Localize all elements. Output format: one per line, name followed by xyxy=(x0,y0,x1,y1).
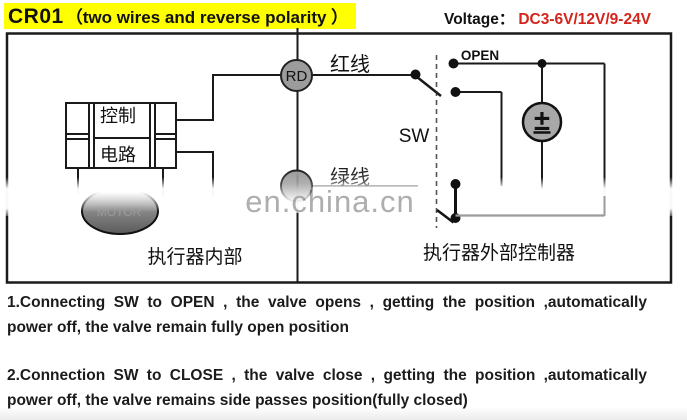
note2-line1: 2.Connection SW to CLOSE , the valve clo… xyxy=(7,367,647,384)
voltage-label: Voltage： xyxy=(444,11,515,28)
switch-common-dot xyxy=(410,69,421,80)
voltage-spec: Voltage：DC3-6V/12V/9-24V xyxy=(444,7,651,29)
red-terminal-circle xyxy=(280,59,313,92)
open-contact-dot xyxy=(448,58,459,69)
wire-box-to-rd xyxy=(176,74,281,121)
switch-lever-top xyxy=(416,76,442,97)
battery-junction-dot xyxy=(537,59,547,68)
control-circuit-box xyxy=(65,102,177,169)
circuit-svg: RD ± 红线 OPEN SW 控制 电路 执行器内部 执行器外部控制器 en.… xyxy=(0,28,687,284)
bottom-open-contact-dot xyxy=(450,179,461,189)
motor-label: MOTOR xyxy=(97,205,142,219)
control-box-line2: 电路 xyxy=(100,145,136,165)
battery-polarity-glyph: ± xyxy=(534,105,550,137)
switch-lever-bottom xyxy=(436,209,455,224)
bottom-scan-artifact xyxy=(0,407,687,420)
model-code: CR01 xyxy=(8,5,64,28)
battery-circle xyxy=(521,101,563,143)
green-terminal-circle xyxy=(280,169,313,203)
contact-dots xyxy=(410,58,547,97)
motor xyxy=(81,187,159,235)
note-gap xyxy=(7,340,657,363)
control-box-line1: 控制 xyxy=(100,106,136,126)
diagram-border xyxy=(5,32,673,284)
open-label: OPEN xyxy=(461,48,499,63)
red-terminal-label: RD xyxy=(286,68,308,85)
red-wire-label: 红线 xyxy=(330,53,370,76)
watermark-text: en.china.cn xyxy=(245,184,415,219)
faded-return-wires xyxy=(455,196,606,217)
switch-label: SW xyxy=(399,126,430,147)
note2-line2: power off, the valve remains side passes… xyxy=(7,392,468,409)
battery-symbol: ± xyxy=(521,101,563,143)
wiring-diagram: RD ± 红线 OPEN SW 控制 电路 执行器内部 执行器外部控制器 en.… xyxy=(0,26,687,288)
external-section-label: 执行器外部控制器 xyxy=(423,242,575,264)
internal-section-label: 执行器内部 xyxy=(147,246,242,268)
green-wire-label: 绿线 xyxy=(330,166,370,189)
title-highlight-strip: CR01 （two wires and reverse polarity ） xyxy=(4,3,357,29)
bottom-pole-contacts xyxy=(436,179,461,224)
notes-block: 1.Connecting SW to OPEN , the valve open… xyxy=(7,290,657,413)
note1-line2: power off, the valve remain fully open p… xyxy=(7,319,349,336)
page-title: （two wires and reverse polarity ） xyxy=(65,8,349,27)
voltage-value: DC3-6V/12V/9-24V xyxy=(518,11,652,28)
note1-line1: 1.Connecting SW to OPEN , the valve open… xyxy=(7,294,647,311)
close-contact-dot xyxy=(450,87,461,97)
diagram-labels: 红线 OPEN SW 控制 电路 执行器内部 执行器外部控制器 xyxy=(100,48,575,268)
